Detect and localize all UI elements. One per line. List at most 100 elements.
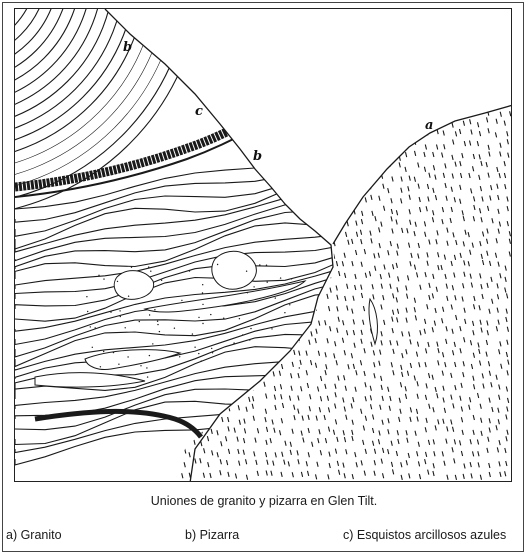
granite-dash: [172, 108, 173, 113]
granite-dash: [437, 145, 438, 150]
granite-dash: [375, 266, 376, 271]
granite-dash: [455, 295, 456, 300]
granite-dash: [166, 299, 167, 304]
schist-stratum: [15, 267, 345, 331]
vein-dot: [174, 328, 175, 329]
granite-dash: [270, 352, 271, 357]
granite-dash: [477, 440, 478, 445]
granite-dash: [465, 230, 466, 235]
granite-dash: [298, 409, 299, 414]
geological-illustration: b c b a: [14, 8, 512, 482]
granite-dash: [373, 428, 374, 433]
granite-dash: [416, 352, 417, 357]
granite-dash: [487, 321, 488, 326]
granite-dash: [247, 163, 248, 168]
granite-dash: [507, 221, 508, 226]
granite-dash: [510, 111, 511, 116]
granite-dash: [446, 339, 447, 344]
granite-dash: [455, 162, 456, 167]
granite-dash: [262, 331, 263, 336]
granite-dash: [425, 395, 426, 400]
granite-dash: [473, 430, 474, 435]
granite-dash: [495, 253, 496, 258]
granite-dash: [334, 353, 335, 358]
granite-dash: [390, 284, 391, 289]
granite-dash: [434, 321, 435, 326]
granite-dash: [391, 216, 392, 221]
granite-dash: [274, 386, 275, 391]
granite-dash: [480, 186, 481, 191]
granite-dash: [266, 315, 267, 320]
granite-dash: [328, 407, 329, 412]
granite-dash: [285, 350, 286, 355]
granite-dash: [306, 152, 307, 157]
granite-dash: [280, 384, 281, 389]
granite-dash: [192, 273, 193, 278]
granite-dash: [280, 173, 281, 178]
granite-dash: [507, 206, 508, 211]
granite-dash: [167, 121, 168, 126]
granite-dash: [198, 233, 199, 238]
granite-dash: [199, 165, 200, 170]
granite-dash: [352, 436, 353, 441]
granite-dash: [203, 473, 204, 478]
granite-dash: [452, 155, 453, 160]
granite-dash: [175, 211, 176, 216]
granite-dash: [202, 343, 203, 348]
granite-dash: [479, 175, 480, 180]
granite-dash: [267, 253, 268, 258]
granite-dash: [182, 139, 183, 144]
granite-dash: [488, 206, 489, 211]
granite-dash: [472, 243, 473, 248]
granite-dash: [301, 472, 302, 477]
granite-dash: [509, 252, 510, 257]
granite-dash: [374, 471, 375, 476]
granite-dash: [379, 227, 380, 232]
granite-dash: [409, 209, 410, 214]
granite-dash: [177, 230, 178, 235]
granite-dash: [454, 458, 455, 463]
granite-dash: [379, 141, 380, 146]
granite-dash: [407, 228, 408, 233]
granite-dash: [298, 459, 299, 464]
granite-dash: [435, 175, 436, 180]
granite-dash: [379, 243, 380, 248]
granite-dash: [230, 131, 231, 136]
vein-dot: [198, 317, 199, 318]
granite-dash: [418, 442, 419, 447]
granite-dash: [299, 188, 300, 193]
granite-dash: [408, 275, 409, 280]
granite-dash: [254, 451, 255, 456]
granite-dash: [200, 458, 201, 463]
granite-dash: [229, 307, 230, 312]
granite-dash: [481, 418, 482, 423]
granite-dash: [221, 239, 222, 244]
granite-dash: [426, 452, 427, 457]
granite-dash: [320, 240, 321, 245]
granite-dash: [163, 447, 164, 452]
granite-dash: [379, 361, 380, 366]
granite-dash: [167, 461, 168, 466]
granite-dash: [384, 131, 385, 136]
vein-dot: [198, 353, 199, 354]
granite-dash: [352, 309, 353, 314]
granite-dash: [460, 440, 461, 445]
granite-dash: [184, 239, 185, 244]
granite-dash: [195, 206, 196, 211]
granite-dash: [420, 330, 421, 335]
granite-dash: [390, 396, 391, 401]
granite-dash: [238, 172, 239, 177]
granite-dash: [441, 265, 442, 270]
granite-dash: [274, 395, 275, 400]
granite-dash: [335, 419, 336, 424]
granite-dash: [253, 396, 254, 401]
granite-dash: [478, 122, 479, 127]
granite-dash: [164, 326, 165, 331]
granite-vein: [114, 271, 153, 300]
granite-dash: [293, 187, 294, 192]
granite-dash: [320, 230, 321, 235]
granite-dash: [272, 420, 273, 425]
vein-dot: [212, 352, 213, 353]
granite-dash: [378, 253, 379, 258]
granite-dash: [480, 273, 481, 278]
